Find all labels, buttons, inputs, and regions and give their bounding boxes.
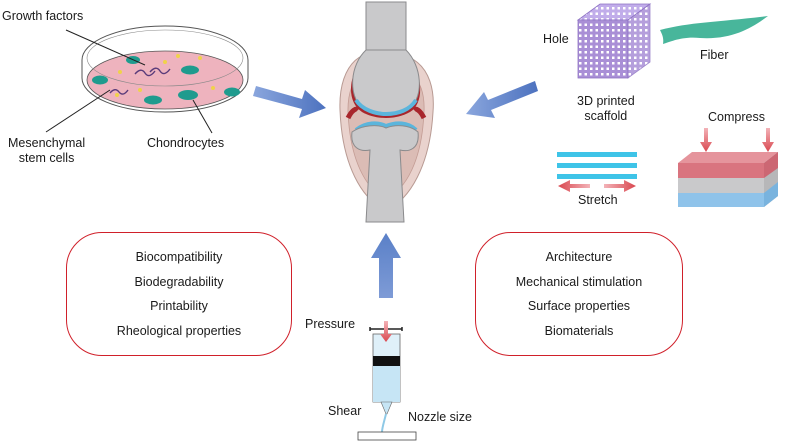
label-mesenchymal-stem-cells: Mesenchymal stem cells — [8, 136, 86, 165]
pressure-arrow — [380, 321, 392, 342]
syringe — [357, 327, 417, 441]
label-shear: Shear — [328, 404, 362, 418]
compress-block — [678, 152, 778, 207]
label-chondrocytes: Chondrocytes — [147, 136, 225, 150]
scaffold-property: Mechanical stimulation — [515, 275, 643, 289]
bioink-properties-box: Biocompatibility Biodegradability Printa… — [66, 232, 292, 356]
petri-dish — [81, 25, 249, 113]
knee-joint — [339, 1, 434, 223]
arrow-dish-to-joint — [253, 86, 326, 118]
arrow-syringe-to-joint — [371, 233, 401, 298]
bioink-property: Biocompatibility — [135, 250, 223, 264]
scaffold-cube — [576, 3, 652, 79]
label-compress: Compress — [708, 110, 765, 124]
growth-factor-dots — [115, 54, 215, 97]
label-stretch: Stretch — [578, 193, 618, 207]
bioink-property: Biodegradability — [134, 275, 224, 289]
label-hole: Hole — [543, 32, 569, 46]
fiber-shape — [660, 16, 768, 44]
scaffold-property: Architecture — [545, 250, 613, 264]
scaffold-property: Surface properties — [527, 299, 631, 313]
label-growth-factors: Growth factors — [2, 9, 84, 23]
scaffold-properties-box: Architecture Mechanical stimulation Surf… — [475, 232, 683, 356]
dish-leader-lines — [45, 29, 213, 134]
label-fiber: Fiber — [700, 48, 729, 62]
stretch-layers — [557, 152, 637, 179]
arrow-scaffold-to-joint — [466, 81, 538, 118]
bioink-property: Printability — [150, 299, 208, 313]
label-nozzle-size: Nozzle size — [408, 410, 472, 424]
scaffold-property: Biomaterials — [544, 324, 614, 338]
label-3d-printed-scaffold: 3D printed scaffold — [577, 94, 635, 123]
compress-arrows — [700, 128, 774, 152]
bioink-property: Rheological properties — [116, 324, 242, 338]
stretch-arrows — [558, 180, 636, 192]
stem-cells — [109, 67, 171, 95]
label-pressure: Pressure — [305, 317, 356, 331]
